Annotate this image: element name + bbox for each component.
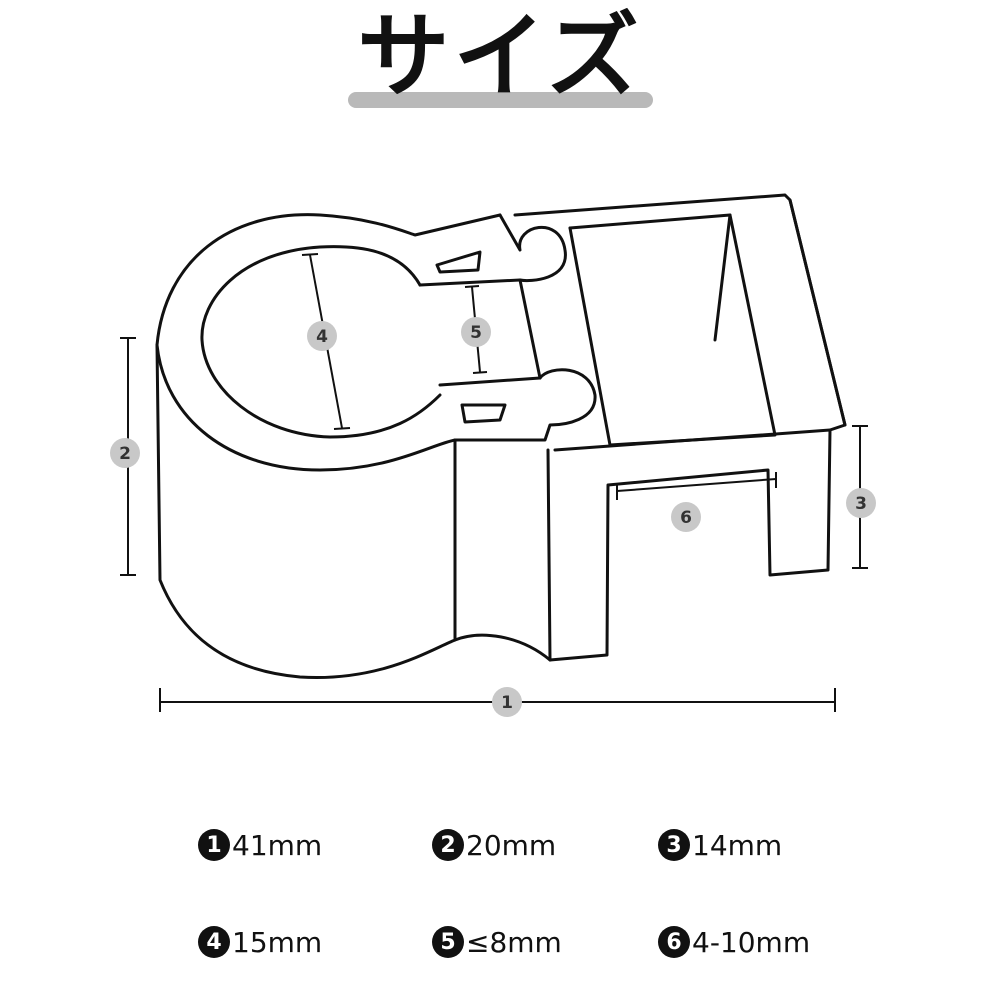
dim-line-6	[616, 478, 777, 492]
badge-3: 3	[846, 488, 876, 518]
spec-1: 1 41mm	[198, 825, 322, 865]
box-top	[513, 193, 847, 432]
slot-upper	[435, 250, 482, 274]
spec-number-1: 1	[198, 829, 230, 861]
badge-1: 1	[492, 687, 522, 717]
spec-value-3: 14mm	[692, 828, 783, 862]
ring-lower-edge	[155, 343, 457, 472]
svg-text:6: 6	[680, 508, 692, 528]
spec-number-2: 2	[432, 829, 464, 861]
front-left-edge	[453, 633, 552, 662]
badge-2: 2	[110, 438, 140, 468]
neck-right	[518, 278, 542, 380]
tab-lower	[453, 368, 597, 442]
spec-value-6: 4-10mm	[692, 925, 811, 959]
ring-body-front	[155, 343, 457, 680]
slot-lower	[460, 403, 507, 424]
ring-outer-outline	[155, 213, 502, 347]
title-area: サイズ	[0, 0, 1000, 120]
neck-bottom	[438, 376, 542, 387]
spec-value-2: 20mm	[466, 828, 557, 862]
box-front	[546, 428, 832, 662]
box-inner-right	[713, 213, 732, 342]
box-right-side	[788, 198, 847, 427]
spec-2: 2 20mm	[432, 825, 556, 865]
spec-value-1: 41mm	[232, 828, 323, 862]
spec-5: 5 ≤8mm	[432, 922, 562, 962]
box-inner-top	[568, 213, 777, 447]
spec-number-6: 6	[658, 926, 690, 958]
spec-value-4: 15mm	[232, 925, 323, 959]
title-underline	[348, 92, 653, 108]
box-inner-left	[568, 226, 612, 447]
spec-number-4: 4	[198, 926, 230, 958]
svg-text:5: 5	[470, 323, 482, 343]
neck-top	[418, 278, 522, 287]
svg-text:2: 2	[119, 444, 131, 464]
ring-inner-hole	[200, 245, 442, 439]
spec-number-5: 5	[432, 926, 464, 958]
page-title: サイズ	[357, 3, 643, 110]
svg-text:4: 4	[316, 327, 328, 347]
spec-4: 4 15mm	[198, 922, 322, 962]
badge-4: 4	[307, 321, 337, 351]
svg-text:3: 3	[855, 494, 867, 514]
clip-diagram: 1 2 3 4 5 6	[110, 193, 876, 717]
tab-upper	[498, 213, 567, 282]
svg-text:1: 1	[501, 693, 513, 713]
spec-number-3: 3	[658, 829, 690, 861]
spec-6: 6 4-10mm	[658, 922, 810, 962]
spec-value-5: ≤8mm	[466, 925, 562, 959]
badge-6: 6	[671, 502, 701, 532]
badge-5: 5	[461, 317, 491, 347]
spec-3: 3 14mm	[658, 825, 782, 865]
